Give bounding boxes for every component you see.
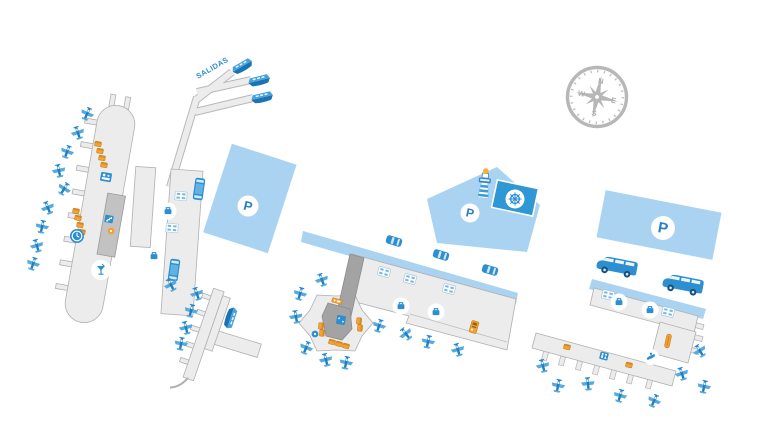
shuttle-van-icon bbox=[661, 272, 705, 298]
clock-icon bbox=[69, 228, 85, 244]
jetty-stub bbox=[592, 364, 600, 376]
shuttle-van-icon bbox=[595, 254, 639, 280]
bench-icon bbox=[99, 161, 109, 169]
compass-north-label: N bbox=[597, 76, 604, 86]
hall-divider bbox=[409, 313, 508, 343]
car-icon bbox=[481, 263, 499, 277]
south-pier bbox=[169, 287, 262, 389]
table-icon bbox=[165, 222, 179, 234]
seaplane-icon bbox=[297, 339, 315, 357]
luggage-marker[interactable] bbox=[640, 300, 660, 320]
car-icon bbox=[432, 248, 450, 262]
jetty-stub bbox=[108, 93, 117, 108]
elevator-icon bbox=[335, 314, 347, 326]
seaplane-icon bbox=[673, 365, 691, 383]
compass-south-label: S bbox=[591, 108, 598, 118]
central-complex bbox=[298, 231, 518, 352]
parking-letter: P bbox=[242, 198, 254, 215]
parking-marker[interactable]: P bbox=[237, 195, 259, 217]
compass-west-label: W bbox=[577, 89, 587, 99]
bench-icon bbox=[71, 207, 81, 215]
left-terminal-complex bbox=[54, 93, 206, 324]
connector-walkway bbox=[96, 192, 126, 258]
bar-marker[interactable] bbox=[90, 259, 112, 281]
pier-walkway bbox=[204, 295, 231, 352]
ticket-counter-icon[interactable] bbox=[99, 171, 113, 183]
seaplane-icon bbox=[39, 199, 57, 217]
seaplane-icon bbox=[34, 218, 51, 235]
seaplane-icon bbox=[550, 377, 567, 394]
seaplane-icon bbox=[580, 376, 596, 392]
ferry-icon bbox=[247, 73, 271, 88]
breakwater bbox=[169, 377, 189, 389]
quay-strip bbox=[589, 279, 706, 319]
helm-marker[interactable] bbox=[504, 188, 526, 210]
compass-east-label: E bbox=[610, 96, 617, 106]
parking-marker[interactable]: P bbox=[460, 203, 480, 223]
seaplane-icon bbox=[645, 392, 663, 410]
parking-letter: P bbox=[657, 219, 670, 237]
seaplane-icon bbox=[338, 354, 355, 371]
seaplane-icon bbox=[69, 124, 87, 142]
seaplane-icon bbox=[291, 285, 309, 303]
east-complex: P bbox=[531, 190, 722, 390]
luggage-marker[interactable] bbox=[391, 296, 411, 316]
compass-hub bbox=[593, 93, 601, 101]
compass-ticks bbox=[569, 69, 625, 125]
compass-ring bbox=[565, 65, 629, 129]
car-icon bbox=[385, 234, 403, 248]
seaplane-icon bbox=[396, 324, 416, 344]
seaplane-icon bbox=[534, 357, 552, 374]
seaplane-icon bbox=[611, 387, 629, 405]
seaplane-icon bbox=[317, 351, 335, 368]
seaplane-icon bbox=[420, 333, 437, 350]
ferry-icon bbox=[230, 57, 255, 77]
bench-icon bbox=[75, 221, 85, 229]
boat-rental-marker[interactable] bbox=[642, 348, 660, 366]
jetty-stub bbox=[575, 360, 583, 371]
bench-icon bbox=[318, 329, 326, 337]
luggage-marker[interactable] bbox=[609, 292, 629, 312]
terminal-building-group bbox=[54, 93, 136, 324]
west-parking: P bbox=[203, 143, 297, 254]
jetty-stub bbox=[558, 355, 566, 367]
seaplane-icon bbox=[696, 378, 713, 395]
bench-icon bbox=[95, 147, 105, 155]
pier-walkway bbox=[167, 69, 254, 188]
seaplane-icon bbox=[58, 143, 76, 161]
seaplane-icon bbox=[54, 179, 74, 199]
seaplane-icon bbox=[449, 341, 467, 359]
bench-icon bbox=[73, 214, 83, 222]
lighthouse-area: P bbox=[427, 166, 540, 252]
east-arm-building bbox=[651, 321, 697, 364]
bench-icon bbox=[317, 322, 325, 330]
luggage-marker[interactable] bbox=[158, 201, 178, 221]
compass-rose bbox=[565, 65, 629, 129]
bench-icon bbox=[356, 324, 364, 332]
parking-marker[interactable]: P bbox=[651, 216, 675, 240]
annex-building bbox=[129, 165, 157, 249]
seaplane-icon bbox=[370, 317, 388, 335]
luggage-marker[interactable] bbox=[144, 246, 164, 266]
seaplane-icon bbox=[173, 336, 189, 352]
viewpoint-icon bbox=[311, 330, 319, 338]
seaplane-icon bbox=[50, 162, 67, 179]
seaplane-icon bbox=[28, 237, 46, 255]
pier-group bbox=[169, 287, 231, 389]
bench-icon bbox=[93, 140, 103, 148]
ferry-icon bbox=[250, 90, 274, 105]
bench-icon bbox=[355, 317, 363, 325]
compass-star bbox=[575, 75, 619, 119]
shop-icon bbox=[107, 227, 115, 235]
stairs-icon bbox=[103, 214, 115, 224]
table-icon bbox=[174, 190, 188, 202]
bench-icon bbox=[97, 154, 107, 162]
seaplane-icon bbox=[24, 255, 42, 273]
seaplane-icon bbox=[313, 271, 331, 289]
luggage-marker[interactable] bbox=[426, 302, 446, 322]
parking-letter: P bbox=[465, 205, 476, 220]
